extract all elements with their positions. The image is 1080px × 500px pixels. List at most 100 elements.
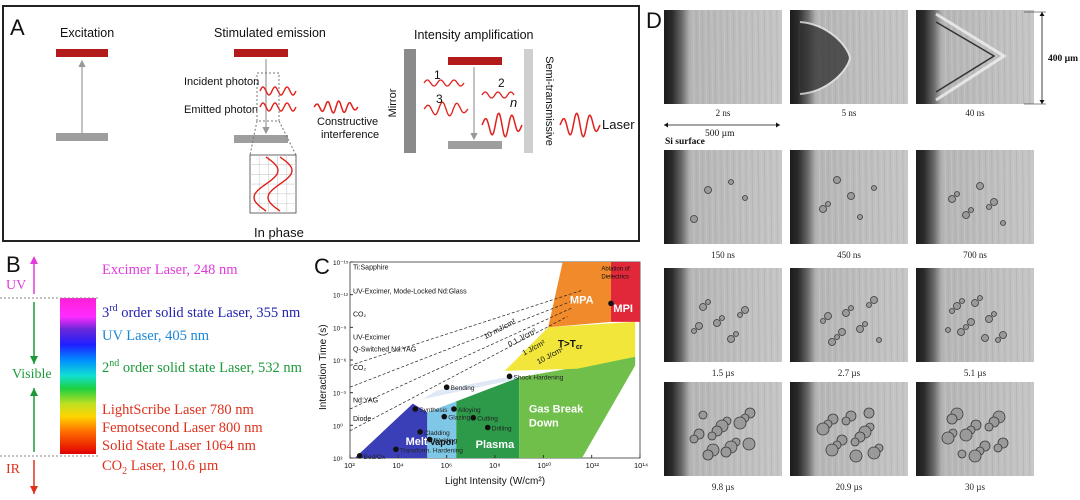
panel-b-letter: B [6, 252, 21, 277]
phase-box-marker [256, 72, 280, 122]
excitation-title: Excitation [60, 26, 114, 40]
process-point [470, 414, 477, 421]
excitation-upper-level [56, 49, 108, 57]
panel-a-diagram: A Excitation Stimulated emission Inciden… [10, 15, 635, 240]
panel-c-letter: C [314, 254, 330, 279]
region-plasma [456, 377, 520, 458]
ir-label: IR [6, 462, 20, 477]
micrograph-caption: 5 ns [841, 108, 857, 118]
process-label: Shock Hardening [514, 374, 564, 381]
process-point [412, 406, 419, 412]
region-mpa [548, 262, 611, 328]
micrograph-frame [790, 382, 908, 476]
process-label: Cladding [424, 430, 450, 437]
laser-source-label: CO₂ [353, 311, 367, 318]
process-point [356, 453, 363, 459]
amp-wave-1 [423, 79, 465, 87]
micrograph-caption: 40 ns [965, 108, 985, 118]
semi-transmissive-mirror [524, 49, 533, 153]
micrograph-frame [664, 382, 782, 476]
laser-entry: Solid State Laser 1064 nm [102, 438, 256, 454]
micrograph-caption: 9.8 µs [711, 482, 735, 492]
micrograph-caption: 700 ns [963, 250, 987, 260]
region-vapor [427, 401, 457, 458]
ablation-label-2: Dielectrics [601, 274, 629, 280]
micrograph-frame [664, 150, 782, 244]
amp-wave-3 [423, 101, 469, 117]
mirror-label: Mirror [387, 88, 399, 117]
constructive-label: Constructive [317, 116, 378, 128]
surface-label: Si surface [665, 137, 705, 147]
stimulated-upper-level [234, 49, 288, 57]
uv-label: UV [6, 278, 27, 293]
process-point [426, 436, 433, 443]
in-phase-label: In phase [254, 225, 304, 240]
laser-source-label: Q-Switched Nd:YAG [353, 346, 416, 353]
panel-b: B UV [0, 250, 320, 500]
process-point [451, 406, 457, 412]
laser-source-label: UV-Excimer [353, 334, 391, 341]
region-mpi [611, 262, 640, 322]
y-tick-label: 10⁰ [333, 422, 343, 430]
spectrum-bar [60, 298, 96, 454]
x-tick-label: 10⁴ [392, 461, 404, 470]
amplification-title: Intensity amplification [414, 28, 534, 42]
vapor-label: Vapor [430, 437, 456, 447]
micrograph-frame [916, 382, 1034, 476]
x-tick-label: 10¹⁰ [537, 461, 551, 470]
incident-photon-wave [259, 86, 297, 96]
in-phase-wave-1 [253, 156, 279, 212]
emitted-photon-label: Emitted photon [184, 104, 258, 116]
ablation-label: Ablation of [601, 267, 630, 273]
fluence-line [349, 289, 583, 366]
laser-output-wave [559, 112, 601, 138]
incident-photon-label: Incident photon [184, 76, 259, 88]
fluence-line [349, 316, 568, 432]
region-bending-band [422, 375, 517, 400]
x-tick-label: 10⁶ [441, 461, 452, 470]
mpa-label: MPA [570, 294, 594, 306]
scale-x-label: 500 µm [705, 129, 735, 139]
micrograph-frame [664, 10, 782, 104]
process-point [608, 300, 614, 307]
micrograph-caption: 450 ns [837, 250, 861, 260]
spectrum-axis [0, 256, 98, 494]
panel-a: A Excitation Stimulated emission Inciden… [2, 5, 640, 242]
x-tick-label: 10¹⁴ [634, 461, 648, 470]
micrograph-caption: 2 ns [715, 108, 731, 118]
process-label: Bending [451, 385, 475, 392]
region-melt [354, 403, 428, 458]
process-label: Alloying [458, 407, 481, 414]
laser-entry: Femotsecond Laser 800 nm [102, 420, 263, 436]
process-label: Transform. Hardening [400, 447, 463, 454]
fluence-line [349, 307, 573, 410]
region-t-gt-tcr [504, 321, 636, 371]
process-label: Welding [434, 437, 458, 444]
panel-d-letter: D [646, 8, 662, 33]
process-point [506, 373, 513, 380]
gas-breakdown-label: Gas Break [529, 403, 584, 415]
micrograph-caption: 150 ns [711, 250, 735, 260]
laser-entry: Excimer Laser, 248 nm [102, 262, 238, 278]
laser-entry: LightScribe Laser 780 nm [102, 402, 254, 418]
stimulated-lower-level [234, 135, 288, 143]
amp-upper-level [448, 57, 502, 65]
in-phase-grid [250, 155, 296, 213]
laser-source-label: Ti:Sapphire [353, 265, 389, 272]
micrograph-frame [790, 10, 908, 104]
in-phase-wave-2 [267, 156, 293, 212]
micrograph-caption: 2.7 µs [837, 368, 861, 378]
amp-lower-level [448, 141, 502, 149]
laser-source-label: CO₂ [353, 365, 367, 372]
x-axis-label: Light Intensity (W/cm²) [445, 476, 545, 487]
process-point [393, 446, 399, 453]
laser-entry: 2nd order solid state Laser, 532 nm [102, 358, 302, 376]
emitted-photon-wave [259, 102, 297, 112]
gas-breakdown-label-2: Down [529, 417, 559, 429]
micrograph-caption: 5.1 µs [963, 368, 987, 378]
laser-entry: 3rd order solid state Laser, 355 nm [102, 303, 301, 321]
laser-entry: CO2 Laser, 10.6 µm [102, 458, 219, 477]
plasma-label: Plasma [476, 439, 515, 451]
